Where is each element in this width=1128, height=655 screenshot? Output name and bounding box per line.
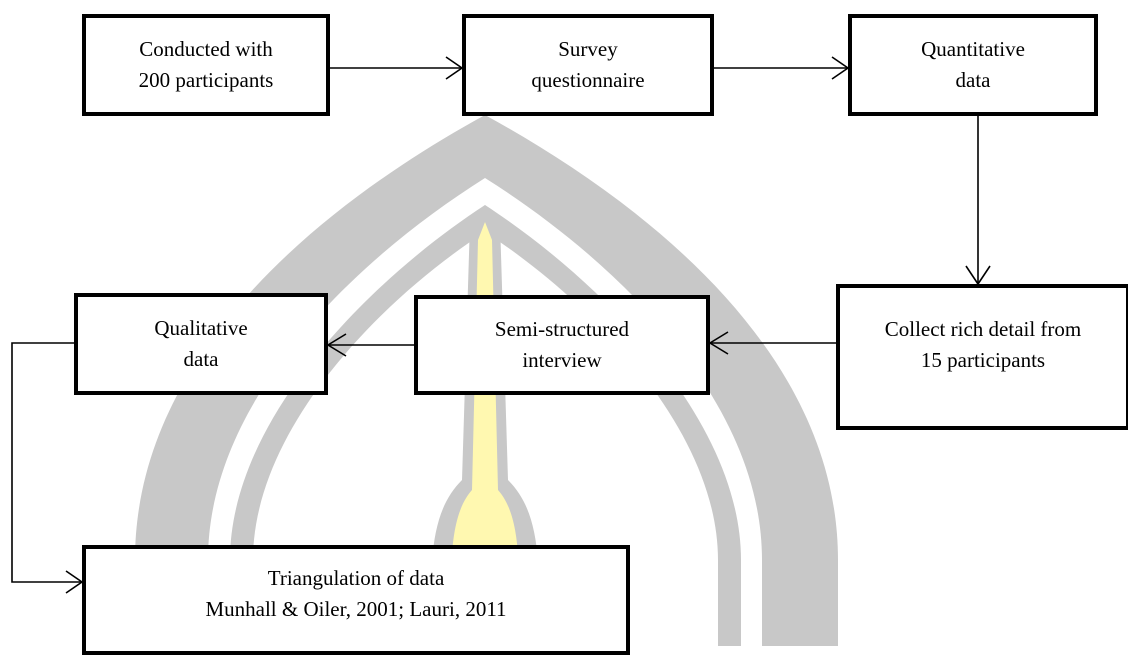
box-qualitative-line1: Qualitative [154,316,248,340]
box-quantitative-line1: Quantitative [921,37,1025,61]
arrow-collect-to-semi [708,331,836,355]
box-triangulation-of-data: Triangulation of data Munhall & Oiler, 2… [82,545,630,655]
arrow-conducted-to-survey [330,56,464,80]
box-quantitative-line2: data [955,68,991,92]
box-conducted-line2: 200 participants [138,68,274,92]
box-conducted-with-participants: Conducted with 200 participants [82,14,330,116]
box-qualitative-line2: data [183,347,219,371]
box-conducted-line1: Conducted with [139,37,273,61]
box-semi-line1: Semi-structured [494,317,630,341]
box-quantitative-data: Quantitative data [848,14,1098,116]
box-collect-line2: 15 participants [920,348,1046,372]
box-triangulation-line2: Munhall & Oiler, 2001; Lauri, 2011 [205,597,507,621]
box-qualitative-data: Qualitative data [74,293,328,395]
box-semi-structured-interview: Semi-structured interview [414,295,710,395]
box-triangulation-line1: Triangulation of data [267,566,445,590]
arrow-quantitative-to-collect [965,116,991,286]
box-collect-rich-detail: Collect rich detail from 15 participants [836,284,1128,430]
box-collect-line1: Collect rich detail from [884,317,1082,341]
arrow-survey-to-quantitative [714,56,850,80]
box-survey-questionnaire: Survey questionnaire [462,14,714,116]
arrow-semi-to-qualitative [326,333,414,357]
box-survey-line1: Survey [558,37,618,61]
watermark-spire [450,222,520,646]
arrow-qualitative-to-triangulation [11,342,84,594]
watermark-outer-arch [135,115,838,646]
box-survey-line2: questionnaire [531,68,645,92]
box-semi-line2: interview [522,348,602,372]
